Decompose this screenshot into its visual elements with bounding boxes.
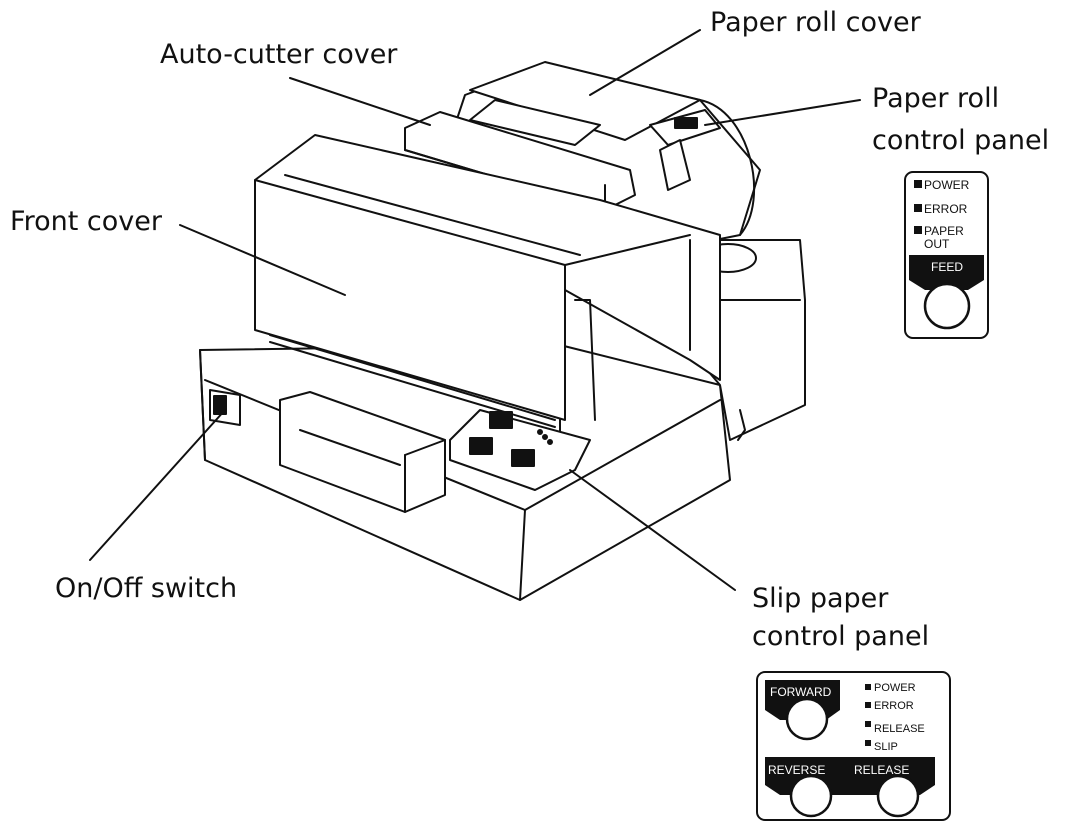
slip-error-label: ERROR [874, 700, 914, 712]
label-paper-roll-cover: Paper roll cover [710, 7, 921, 38]
reverse-button[interactable] [789, 774, 833, 818]
roll-power-label: POWER [924, 178, 970, 192]
forward-label: FORWARD [770, 685, 832, 699]
paper-roll-control-panel-detail: POWER ERROR PAPER OUT FEED [904, 171, 989, 339]
roll-feed-label: FEED [931, 260, 963, 274]
label-paper-roll-panel-line1: Paper roll [872, 83, 1000, 114]
label-front-cover: Front cover [10, 206, 162, 237]
forward-button[interactable] [785, 697, 829, 741]
label-paper-roll-panel-line2: control panel [872, 125, 1050, 156]
reverse-label: REVERSE [768, 763, 825, 777]
leader-slip-panel [569, 469, 736, 591]
front-cover-block [254, 134, 721, 421]
leader-auto-cutter-cover [289, 77, 431, 126]
label-auto-cutter-cover: Auto-cutter cover [160, 39, 398, 70]
roll-paper-label: PAPER [924, 224, 964, 238]
release-button-label: RELEASE [854, 763, 909, 777]
leader-paper-roll-panel [704, 99, 861, 126]
leader-front-cover [179, 224, 346, 296]
roll-out-label: OUT [924, 237, 950, 251]
leader-paper-roll-cover [589, 29, 701, 96]
roll-error-label: ERROR [924, 202, 968, 216]
label-slip-panel-line2: control panel [752, 621, 930, 652]
feed-button[interactable] [923, 282, 971, 330]
slip-power-label: POWER [874, 682, 916, 694]
slip-slip-label: SLIP [874, 741, 898, 753]
release-button[interactable] [876, 774, 920, 818]
slip-paper-control-panel-detail: FORWARD POWER ERROR RELEASE SLIP REVERSE… [756, 671, 951, 821]
leader-on-off [89, 409, 226, 561]
label-on-off-switch: On/Off switch [55, 573, 238, 604]
slip-release-label: RELEASE [874, 723, 925, 735]
label-slip-panel-line1: Slip paper [752, 583, 889, 614]
